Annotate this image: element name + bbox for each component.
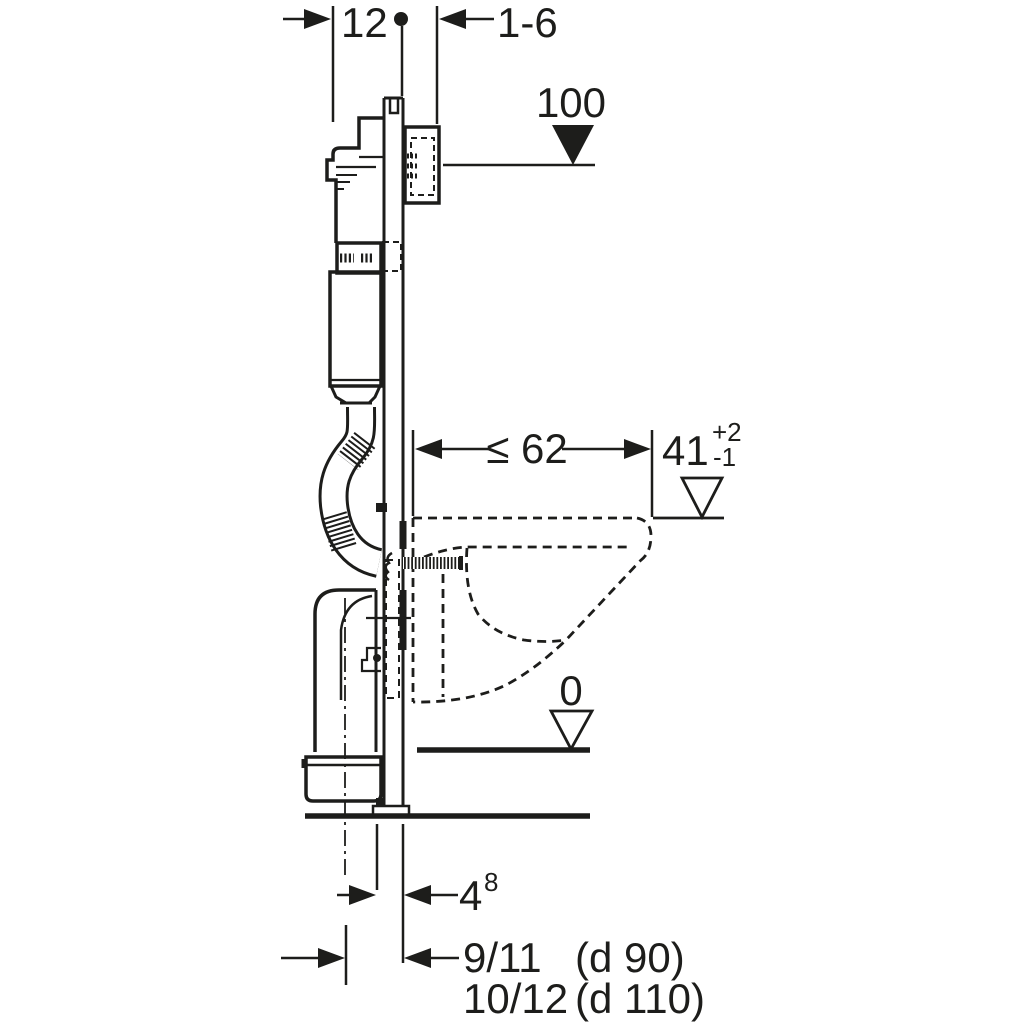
dim-drain-offset: 9/11 (d 90) 10/12 (d 110) (281, 925, 705, 1022)
rod-end-cap (459, 556, 463, 570)
level-zero-label: 0 (559, 667, 582, 714)
dim-rail-offset-label: 4 (459, 872, 482, 919)
dim-rail-offset: 4 8 (337, 824, 498, 963)
flush-bend-pipe (318, 406, 384, 578)
service-opening (335, 241, 383, 275)
rail-top-notch (388, 98, 400, 115)
dim62-arrow-right-icon (624, 439, 651, 459)
dim-pan-depth: ≤ 62 (411, 425, 654, 517)
dim-drain-d110-pipe: (d 110) (575, 975, 705, 1022)
threaded-rod-group (384, 551, 463, 582)
dim-drain-d90-pipe: (d 90) (575, 934, 685, 981)
flush-pipe-bore (321, 406, 383, 575)
dim-wall-finish-label: 1-6 (497, 0, 558, 46)
pan-bowl-curve (465, 547, 567, 643)
wc-pan-outline (411, 516, 653, 704)
level-pan-top-tol-minus: -1 (713, 442, 736, 472)
rod-nut (384, 551, 393, 582)
level-triangle-filled-icon (552, 125, 594, 165)
dim-frame-depth: 12 (283, 0, 408, 122)
dimdrain-arrow-left-icon (404, 948, 431, 968)
drain-socket (304, 755, 383, 803)
dim62-arrow-left-icon (415, 439, 442, 459)
cistern (325, 116, 402, 405)
level-triangle-open-41-icon (679, 476, 725, 521)
hidden-bracket-box (382, 241, 402, 272)
level-zero: 0 (548, 667, 595, 752)
pan-rim-line (423, 545, 631, 559)
tank-body (328, 270, 383, 388)
dim-pan-depth-label: ≤ 62 (486, 425, 567, 472)
actuator-box (403, 125, 441, 205)
pipe-bracket (376, 503, 387, 512)
dim-drain-d90-label: 9/11 (463, 934, 542, 981)
pan-outer-profile (412, 516, 653, 704)
dim-drain-d110-label: 10/12 (463, 975, 568, 1022)
flush-pipe-corrugation-lower (321, 511, 357, 552)
level-actuator-100: 100 (443, 79, 606, 167)
cistern-cap (325, 116, 384, 243)
dim-rail-offset-sup: 8 (484, 867, 498, 897)
level-triangle-open-0-icon (548, 709, 595, 752)
dim-chain-dot (394, 12, 408, 26)
level-actuator-label: 100 (536, 79, 606, 126)
dim12-arrow-right-icon (304, 9, 331, 29)
level-pan-top-label: 41 (662, 427, 709, 474)
dim4-arrow-right-icon (349, 885, 376, 905)
dim4-arrow-left-icon (404, 885, 431, 905)
floor-lines (305, 747, 590, 819)
hidden-fixings (385, 559, 400, 699)
elbow-inner-radius (339, 594, 373, 700)
flush-pipe-corrugation-upper (337, 432, 376, 470)
elbow-outer (313, 588, 376, 752)
dim-frame-depth-label: 12 (341, 0, 388, 46)
dimdrain-arrow-right-icon (318, 948, 345, 968)
dim16-arrow-left-icon (439, 9, 466, 29)
dim-wall-finish: 1-6 (435, 0, 558, 124)
tank-taper-right (367, 385, 382, 405)
elbow-inlet-step (360, 646, 381, 673)
frame-rail (366, 96, 411, 817)
actuator-box-inner (410, 137, 435, 196)
tank-taper-left (329, 385, 347, 405)
rail-foot-anchor (376, 798, 384, 807)
level-pan-top-tol-plus: +2 (712, 417, 742, 447)
level-pan-top-41: 41 +2 -1 (653, 417, 742, 521)
actuator-box-frame (403, 125, 441, 205)
drain-elbow (301, 588, 386, 878)
elbow-fixing-dot (373, 654, 381, 662)
